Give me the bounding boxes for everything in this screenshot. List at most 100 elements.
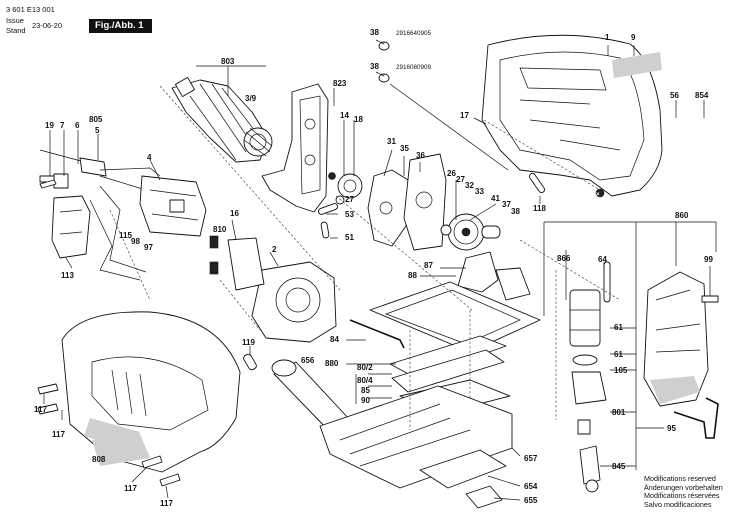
label-808 <box>92 434 150 466</box>
label-655: 655 <box>524 496 538 505</box>
label-654: 654 <box>524 482 538 491</box>
label-17: 17 <box>460 111 469 120</box>
label-14: 14 <box>340 111 349 120</box>
label-1: 1 <box>605 33 610 42</box>
label-38-b: 38 <box>370 62 379 71</box>
label-53: 53 <box>345 210 354 219</box>
note-fr: Modifications réservées <box>644 491 720 501</box>
bearing-18 <box>337 173 363 199</box>
part-no-2916080909: 2916080909 <box>396 64 432 71</box>
label-36: 36 <box>416 151 425 160</box>
note-es: Salvo modificaciones <box>644 499 712 509</box>
electronics-module-113 <box>51 195 91 259</box>
label-810: 810 <box>213 225 227 234</box>
label-64: 64 <box>598 255 607 264</box>
label-5: 5 <box>95 126 100 135</box>
label-805: 805 <box>89 115 103 124</box>
side-cover-860 <box>643 271 719 407</box>
label-plate <box>612 52 662 78</box>
label-7: 7 <box>60 121 65 130</box>
label-90: 90 <box>361 396 370 405</box>
gear-wheel-41 <box>440 213 501 251</box>
label-113: 113 <box>61 271 74 280</box>
label-117-c: 117 <box>124 484 137 493</box>
label-88: 88 <box>408 271 417 280</box>
pin-118 <box>528 172 546 194</box>
plug-119 <box>243 353 257 371</box>
label-117-b: 117 <box>52 430 65 439</box>
stator-field <box>251 261 337 343</box>
label-808: 808 <box>92 455 106 464</box>
label-95: 95 <box>667 424 676 433</box>
label-32: 32 <box>465 181 474 190</box>
switch-assembly <box>139 175 207 237</box>
part-number-labels: 1 9 38 2916640905 38 2916080909 803 3/9 … <box>34 28 713 508</box>
label-31: 31 <box>387 137 396 146</box>
label-115: 115 <box>119 231 132 240</box>
label-4: 4 <box>147 153 152 162</box>
modification-notes: Modifications reserved Änderungen vorbeh… <box>644 474 723 509</box>
label-845: 845 <box>612 462 626 471</box>
label-119: 119 <box>242 338 255 347</box>
label-105: 105 <box>614 366 628 375</box>
note-de: Änderungen vorbehalten <box>644 482 723 492</box>
label-866: 866 <box>557 254 571 263</box>
label-3-9: 3/9 <box>245 94 257 103</box>
part-no-2916640905: 2916640905 <box>396 30 432 37</box>
label-56: 56 <box>670 91 679 100</box>
dashed-assembly-lines <box>109 85 621 430</box>
label-9: 9 <box>631 33 636 42</box>
housing-shell-left <box>61 311 241 473</box>
label-860: 860 <box>675 211 689 220</box>
figure-label: Fig./Abb. 1 <box>89 19 152 33</box>
label-26: 26 <box>447 169 456 178</box>
label-80-2: 80/2 <box>357 363 373 372</box>
label-880: 880 <box>325 359 339 368</box>
label-18: 18 <box>354 115 363 124</box>
label-99: 99 <box>704 255 713 264</box>
label-6: 6 <box>75 121 80 130</box>
label-117-a: 117 <box>34 405 47 414</box>
cord-loop-95 <box>673 397 719 439</box>
housing-screws-117 <box>37 383 181 487</box>
plunger-assembly <box>569 261 611 493</box>
label-61-a: 61 <box>614 323 623 332</box>
label-19: 19 <box>45 121 54 130</box>
stand-label: Stand <box>6 26 26 35</box>
label-657: 657 <box>524 454 538 463</box>
gear-housing <box>261 83 336 213</box>
issue-label: Issue <box>6 16 24 25</box>
label-41: 41 <box>491 194 500 203</box>
label-38-a: 38 <box>370 28 379 37</box>
label-97: 97 <box>144 243 153 252</box>
label-98: 98 <box>131 237 140 246</box>
label-27-a: 27 <box>456 175 465 184</box>
label-35: 35 <box>400 144 409 153</box>
label-16: 16 <box>230 209 239 218</box>
document-number: 3 601 E13 001 <box>6 5 55 14</box>
power-cord <box>39 149 107 189</box>
screws-19 <box>39 179 57 189</box>
label-85: 85 <box>361 386 370 395</box>
label-27-b: 27 <box>345 195 354 204</box>
label-80-4: 80/4 <box>357 376 373 385</box>
label-118: 118 <box>533 204 546 213</box>
small-pins <box>317 195 345 239</box>
label-117-d: 117 <box>160 499 173 508</box>
label-803: 803 <box>221 57 235 66</box>
washers-38 <box>378 41 390 83</box>
svg-text:×: × <box>596 192 600 198</box>
label-51: 51 <box>345 233 354 242</box>
label-801: 801 <box>612 408 626 417</box>
issue-date: 23-06-20 <box>32 21 63 30</box>
label-87: 87 <box>424 261 433 270</box>
note-en: Modifications reserved <box>644 474 716 483</box>
armature <box>171 76 273 163</box>
label-61-b: 61 <box>614 350 623 359</box>
label-823: 823 <box>333 79 347 88</box>
label-37: 37 <box>502 200 511 209</box>
label-656: 656 <box>301 356 315 365</box>
insert-654 <box>419 449 507 489</box>
label-854: 854 <box>695 91 709 100</box>
